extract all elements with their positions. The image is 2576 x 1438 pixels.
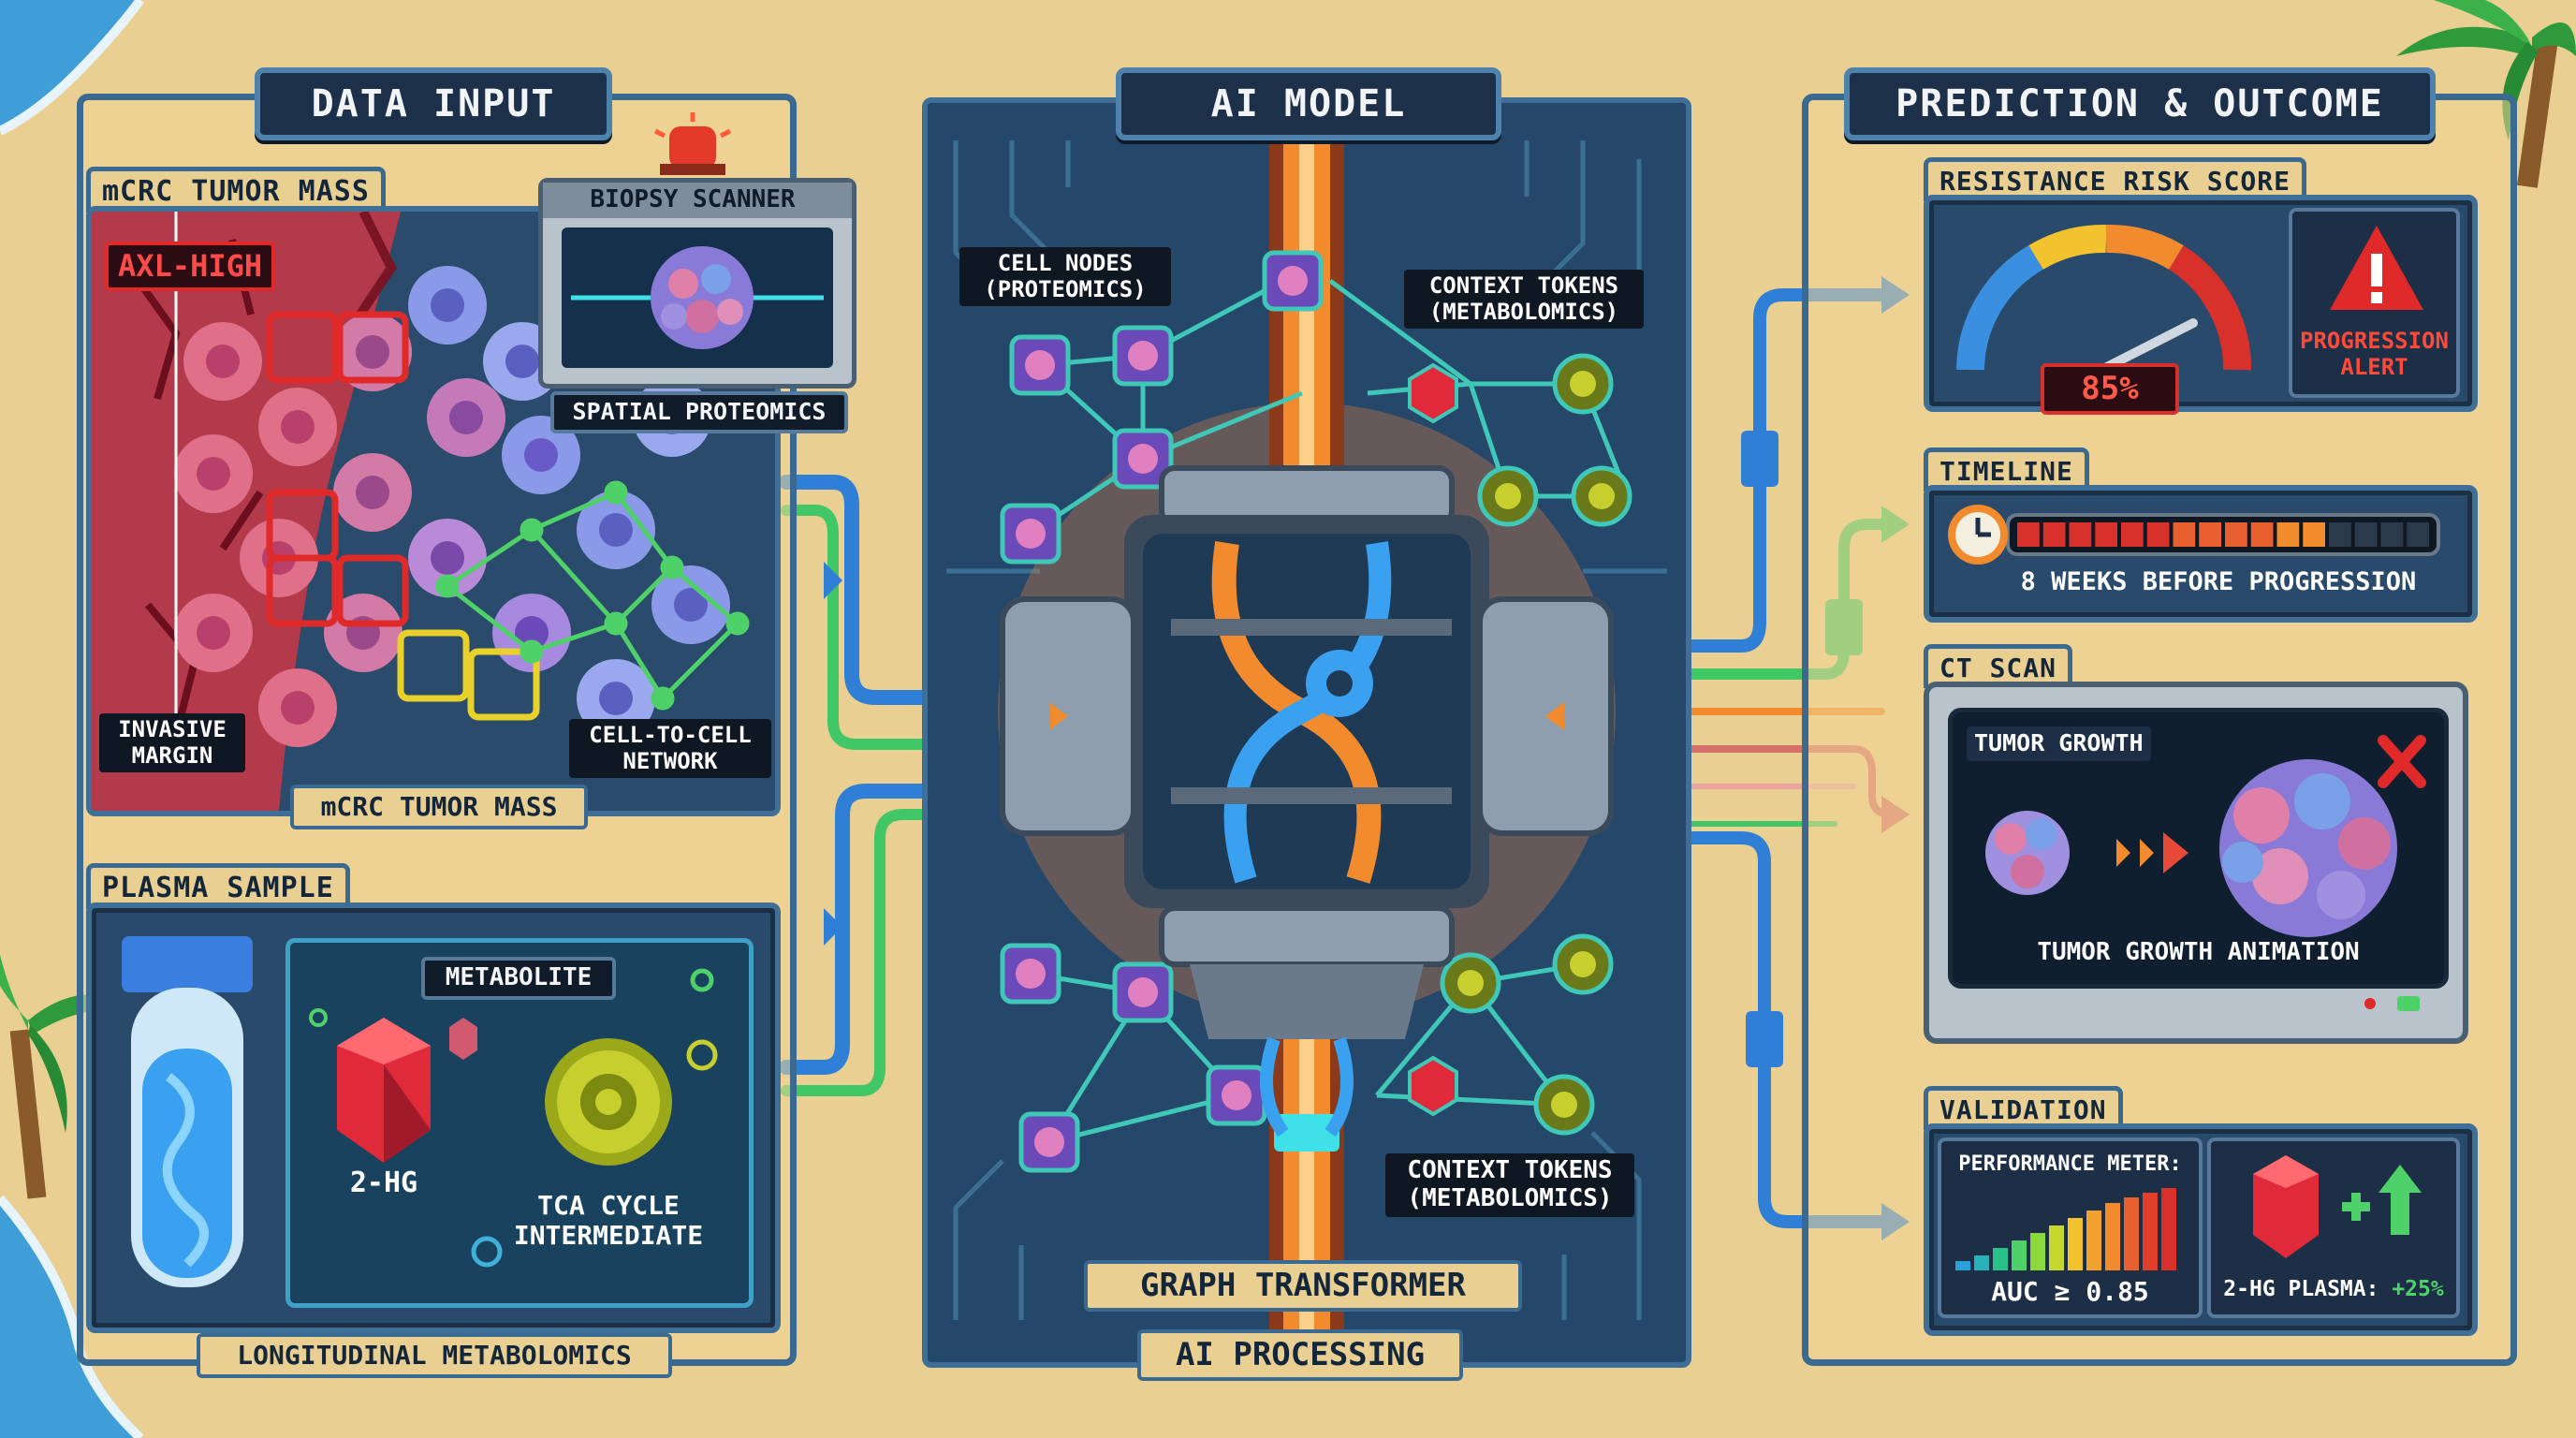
timeline-segment [2276, 522, 2300, 547]
tumor-tab-label: mCRC TUMOR MASS [86, 167, 386, 213]
arrow-up-icon [2378, 1165, 2422, 1235]
scanner-screen [562, 227, 833, 368]
timeline-segments [2017, 522, 2429, 547]
progression-alert-box: PROGRESSION ALERT [2289, 208, 2460, 398]
ai-model-title: AI MODEL [1116, 67, 1501, 140]
metabolite-label: METABOLITE [421, 957, 616, 1000]
plasma-delta-line: 2-HG PLASMA: +25% [2211, 1277, 2456, 1301]
close-icon [2378, 735, 2426, 788]
timeline-segment [2095, 522, 2117, 547]
tumor-growth-caption: TUMOR GROWTH ANIMATION [2037, 938, 2360, 966]
monitor-power-led [2397, 996, 2420, 1011]
performance-meter-label: PERFORMANCE METER: [1958, 1152, 2182, 1176]
test-tube-icon [122, 936, 253, 1287]
tumor-growth-graphic [1985, 735, 2426, 937]
tumor-tissue-graphic [92, 212, 775, 811]
context-tokens-top-label: CONTEXT TOKENS (METABOLOMICS) [1404, 270, 1644, 330]
axl-high-badge: AXL-HIGH [105, 242, 276, 291]
cell-network-label: CELL-TO-CELL NETWORK [569, 719, 771, 779]
ct-monitor: TUMOR GROWTH TUMOR GROWTH ANIMATION [1924, 682, 2468, 1044]
context-token-icons [1408, 353, 1632, 1136]
risk-score-value: 85% [2041, 363, 2179, 416]
cell-nodes-label: CELL NODES (PROTEOMICS) [959, 247, 1171, 307]
biopsy-scanner: BIOPSY SCANNER [538, 178, 856, 389]
tumor-bottom-label: mCRC TUMOR MASS [290, 785, 588, 830]
plasma-tab-label: PLASMA SAMPLE [86, 863, 350, 909]
timeline-segment [2017, 522, 2040, 547]
ct-tab-label: CT SCAN [1924, 644, 2073, 688]
ai-model-panel [922, 97, 1691, 1368]
spatial-proteomics-label: SPATIAL PROTEOMICS [550, 391, 848, 433]
graph-transformer-label: GRAPH TRANSFORMER [1084, 1260, 1522, 1313]
context-tokens-bottom-label: CONTEXT TOKENS (METABOLOMICS) [1385, 1153, 1634, 1217]
timeline-segment [2199, 522, 2221, 547]
gem-2hg-label: 2-HG [349, 1167, 418, 1199]
gem-icon [2253, 1155, 2319, 1258]
timeline-segment [2042, 522, 2066, 547]
timeline-segment [2354, 522, 2378, 547]
gem-icon [337, 1018, 431, 1163]
invasive-margin-label: INVASIVE MARGIN [99, 713, 245, 773]
timeline-segment [2250, 522, 2274, 547]
plasma-delta-value: +25% [2392, 1277, 2444, 1301]
cell-network-graph [435, 480, 750, 711]
data-input-title: DATA INPUT [255, 67, 612, 140]
ocean-foam-top-left [0, 0, 144, 136]
gem-arrow-graphic [2253, 1155, 2422, 1258]
performance-meter-box: PERFORMANCE METER: AUC ≥ 0.85 [1938, 1137, 2203, 1318]
timeline-tab-label: TIMELINE [1924, 448, 2089, 492]
ocean-top-left [0, 0, 140, 131]
cell-node-icons [1000, 250, 1324, 1173]
plasma-increase-box: 2-HG PLASMA: +25% [2207, 1137, 2460, 1318]
biopsy-scanner-title: BIOPSY SCANNER [590, 185, 796, 213]
timeline-segment [2173, 522, 2196, 547]
timeline-caption: 8 WEEKS BEFORE PROGRESSION [2020, 567, 2417, 596]
validation-tab-label: VALIDATION [1924, 1086, 2123, 1130]
tca-cycle-label: TCA CYCLE INTERMEDIATE [513, 1190, 704, 1252]
timeline-segment [2069, 522, 2092, 547]
tumor-cells [174, 266, 730, 747]
timeline-segment [2380, 522, 2404, 547]
risk-tab-label: RESISTANCE RISK SCORE [1924, 157, 2307, 201]
monitor-red-led [2364, 998, 2376, 1009]
siren-icon [653, 112, 732, 175]
metabolite-graphic [309, 968, 718, 1268]
timeline-segment [2121, 522, 2144, 547]
clock-icon [1948, 505, 2008, 565]
yellow-cell-highlights [397, 629, 540, 721]
gauge-needle [2097, 318, 2199, 374]
timeline-segment [2407, 522, 2429, 547]
gauge-icon [1956, 225, 2252, 374]
metabolite-panel: METABOLITE 2-HG TCA CYCLE INTERMEDIATE [285, 938, 754, 1308]
timeline-segment [2329, 522, 2351, 547]
timeline-segment [2146, 522, 2170, 547]
timeline-segment [2303, 522, 2325, 547]
axl-high-cell-highlights [266, 311, 409, 627]
longitudinal-metabolomics-label: LONGITUDINAL METABOLOMICS [197, 1333, 672, 1379]
warning-icon [2330, 226, 2423, 310]
plasma-delta-label: 2-HG PLASMA: [2223, 1277, 2393, 1301]
auc-label: AUC ≥ 0.85 [1991, 1276, 2149, 1307]
ct-screen: TUMOR GROWTH TUMOR GROWTH ANIMATION [1948, 708, 2449, 989]
tumor-growth-label: TUMOR GROWTH [1967, 726, 2151, 761]
gear-coin-icon [545, 1038, 672, 1166]
ai-processing-label: AI PROCESSING [1137, 1329, 1463, 1382]
prediction-title: PREDICTION & OUTCOME [1844, 67, 2436, 140]
transformer-engine [1000, 465, 1614, 1152]
performance-bars [1955, 1188, 2176, 1270]
ocean-foam-bottom-left [0, 1195, 144, 1438]
timeline-segment [2225, 522, 2247, 547]
progression-alert-label: PROGRESSION ALERT [2300, 328, 2449, 380]
timeline-bar [1948, 505, 2440, 565]
